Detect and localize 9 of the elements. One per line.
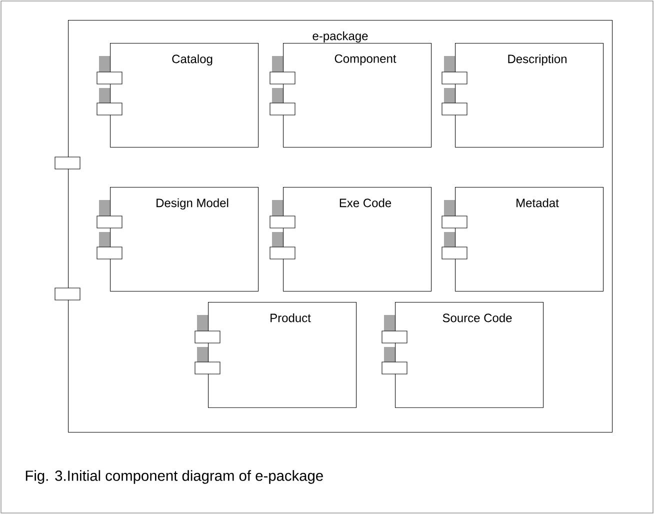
component-box: Description — [442, 43, 604, 148]
component-box: Source Code — [382, 302, 544, 408]
component-box: Exe Code — [270, 187, 432, 292]
component-box: Design Model — [96, 187, 259, 292]
component-box: Component — [270, 43, 432, 148]
component-box: Catalog — [96, 43, 259, 148]
component-box: Metadat — [442, 187, 604, 292]
component-box: Product — [194, 302, 357, 408]
caption: Fig. 3.Initial component diagram of e-package — [26, 470, 323, 484]
